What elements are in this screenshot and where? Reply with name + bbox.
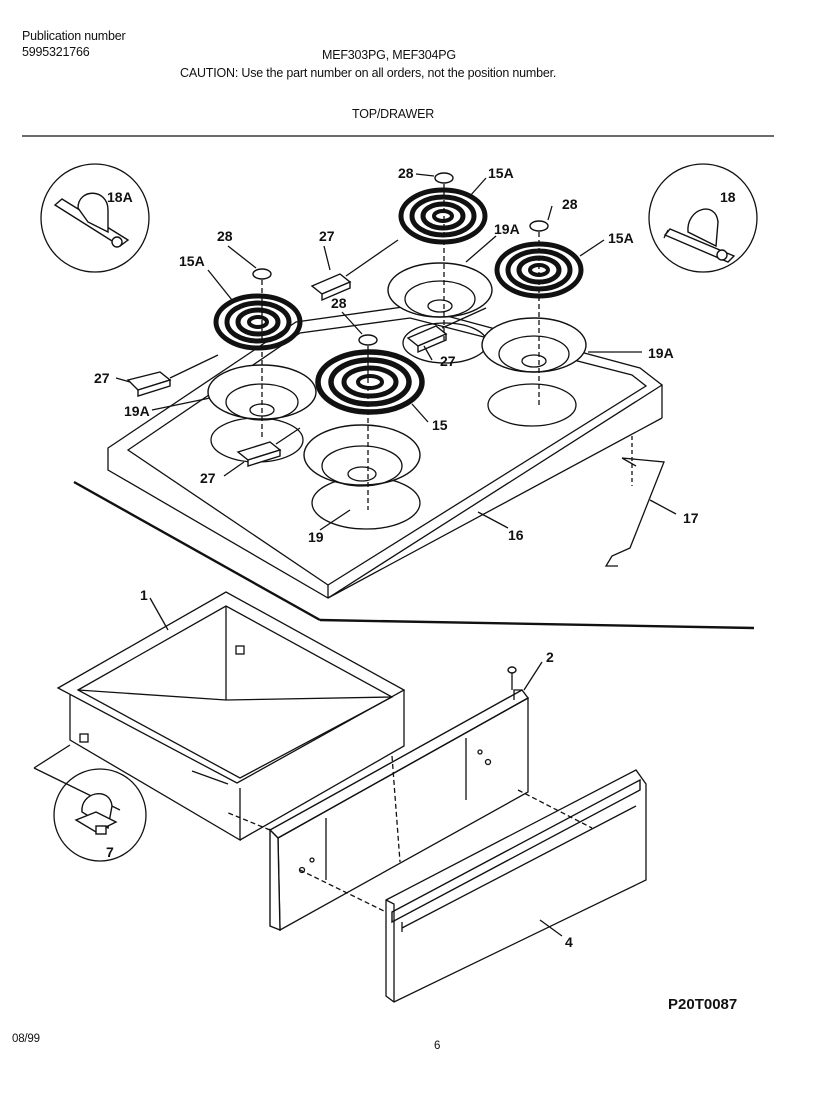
callout-15a: 15A (608, 230, 634, 246)
publication-number: 5995321766 (22, 45, 90, 59)
trim-cap (358, 334, 378, 346)
callout-19: 19 (308, 529, 324, 545)
detail-circle-18 (648, 163, 758, 273)
callout-19a: 19A (648, 345, 674, 361)
page-number: 6 (434, 1040, 441, 1052)
figure-code: P20T0087 (668, 996, 737, 1013)
assembly-lines (261, 184, 540, 510)
callout-17: 17 (683, 510, 699, 526)
trim-cap (434, 172, 454, 184)
model-numbers: MEF303PG, MEF304PG (322, 48, 456, 62)
callout-15: 15 (432, 417, 448, 433)
detail-circle-18a (40, 163, 150, 273)
callout-1: 1 (140, 587, 148, 603)
callout-16: 16 (508, 527, 524, 543)
cooktop-frame (107, 305, 664, 599)
callout-7: 7 (106, 844, 114, 860)
caution-note: CAUTION: Use the part number on all orde… (180, 66, 557, 80)
publication-number-label: Publication number (22, 29, 126, 43)
callout-4: 4 (565, 934, 573, 950)
callout-28: 28 (331, 295, 347, 311)
callout-2: 2 (546, 649, 554, 665)
callout-28: 28 (562, 196, 578, 212)
bracket-wire (604, 457, 665, 567)
callout-27: 27 (319, 228, 335, 244)
receptacle-block (236, 427, 301, 467)
callout-27: 27 (200, 470, 216, 486)
drawer-body (33, 591, 406, 842)
callout-18: 18 (720, 189, 736, 205)
footer-date: 08/99 (12, 1033, 40, 1045)
drip-bowl-back (387, 262, 493, 318)
drawer-front (385, 769, 647, 1003)
callout-15a: 15A (179, 253, 205, 269)
receptacle-block (310, 239, 399, 302)
callout-27: 27 (440, 353, 456, 369)
trim-cap (529, 220, 549, 232)
surface-element-front (315, 349, 425, 415)
surface-element-back (398, 187, 488, 245)
callout-15a: 15A (488, 165, 514, 181)
burner-opening (487, 383, 577, 427)
detail-circle-7 (53, 768, 147, 862)
section-title: TOP/DRAWER (352, 107, 435, 121)
trim-cap (252, 268, 272, 280)
drip-bowl-right (481, 317, 587, 373)
callout-28: 28 (398, 165, 414, 181)
drip-bowl-front (303, 424, 421, 487)
callout-18a: 18A (107, 189, 133, 205)
callout-19a: 19A (494, 221, 520, 237)
leader-lines (115, 173, 677, 937)
receptacle-block (126, 354, 219, 397)
callout-28: 28 (217, 228, 233, 244)
callout-19a: 19A (124, 403, 150, 419)
drawer-panel (268, 666, 530, 932)
surface-element-left (213, 293, 303, 351)
callout-27: 27 (94, 370, 110, 386)
